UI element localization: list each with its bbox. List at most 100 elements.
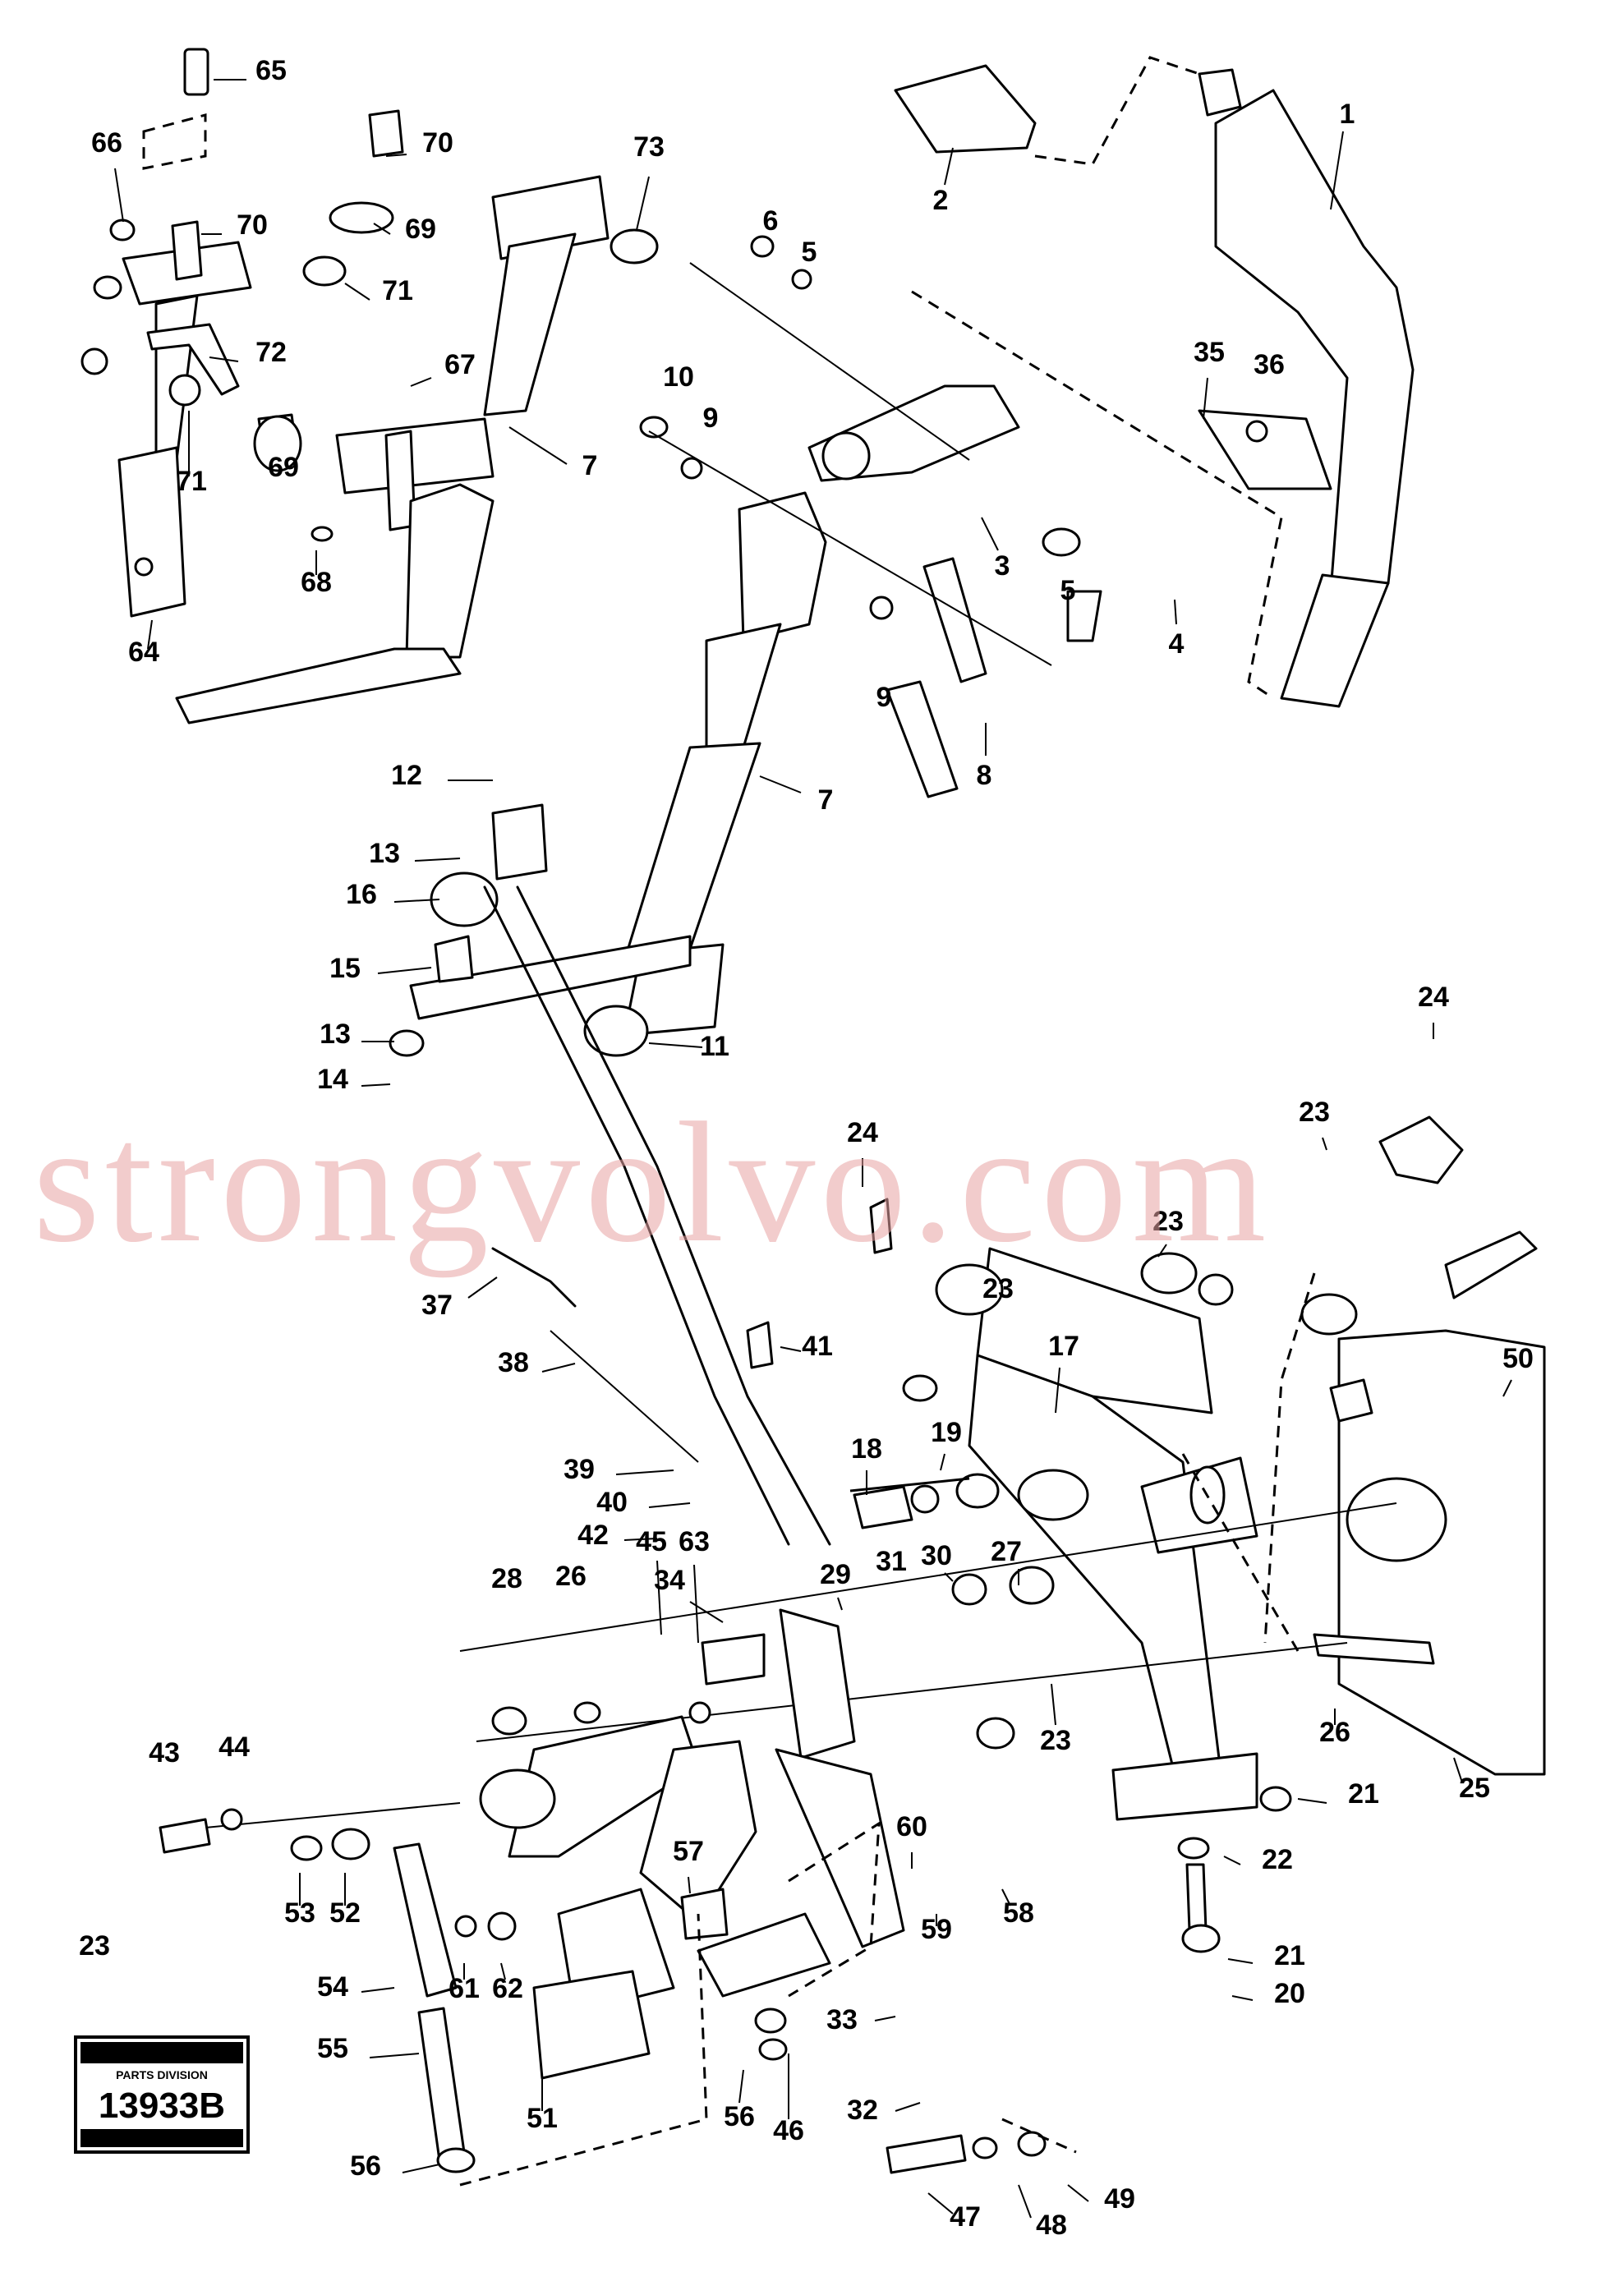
part-number-label: 36: [1254, 349, 1285, 380]
part-number-label: 13: [369, 838, 400, 869]
part-number-label: 62: [492, 1973, 523, 2004]
part-number-label: 47: [950, 2201, 981, 2233]
volvo-bm-logo: VOLVO BM PARTS DIVISION 13933B PRINTED I…: [74, 2035, 250, 2154]
callout-leader: [656, 1560, 662, 1635]
part-number-label: 21: [1348, 1778, 1379, 1810]
part-number-label: 71: [176, 466, 207, 497]
part-number-label: 65: [255, 55, 287, 86]
part-number-label: 6: [763, 205, 779, 237]
callout-leader: [361, 1083, 391, 1087]
part-number-label: 20: [1274, 1978, 1305, 2009]
pedal-assembly-drawing: [205, 1115, 1546, 1953]
callout-leader: [1223, 1856, 1241, 1865]
part-number-label: 70: [422, 127, 453, 159]
callout-leader: [874, 2016, 896, 2021]
part-number-label: 19: [931, 1417, 962, 1448]
callout-leader: [414, 858, 461, 862]
part-number-label: 23: [79, 1930, 110, 1962]
part-number-label: 24: [1418, 982, 1449, 1013]
callout-leader: [1203, 377, 1208, 420]
bracket-assembly-drawing: [81, 48, 252, 618]
callout-leader: [1051, 1683, 1056, 1726]
watermark-text: strongvolvo.com: [33, 1088, 1271, 1278]
logo-brand: VOLVO BM: [113, 2043, 212, 2064]
part-number-label: 64: [128, 637, 159, 668]
callout-leader: [1227, 1958, 1254, 1964]
part-number-label: 43: [149, 1737, 180, 1768]
part-number-label: 4: [1169, 628, 1185, 660]
part-number-label: 16: [346, 879, 377, 910]
part-number-label: 17: [1048, 1331, 1079, 1362]
handle-drawing: [894, 56, 1415, 708]
part-number-label: 18: [851, 1433, 882, 1465]
part-number-label: 15: [329, 953, 361, 984]
part-number-label: 27: [991, 1536, 1022, 1567]
part-number-label: 51: [527, 2103, 558, 2134]
part-number-label: 9: [876, 682, 892, 713]
part-number-label: 26: [555, 1561, 587, 1592]
part-number-label: 67: [444, 349, 476, 380]
logo-number: 13933B: [99, 2086, 225, 2126]
callout-leader: [1018, 2184, 1032, 2219]
part-number-label: 29: [820, 1559, 851, 1590]
part-number-label: 26: [1319, 1717, 1350, 1748]
part-number-label: 37: [421, 1290, 453, 1321]
callout-leader: [467, 1276, 498, 1299]
part-number-label: 41: [802, 1331, 833, 1362]
part-number-label: 14: [317, 1064, 348, 1095]
callout-leader: [759, 775, 802, 793]
callout-leader: [500, 1962, 506, 1980]
callout-leader: [689, 1601, 724, 1623]
part-number-label: 24: [847, 1117, 878, 1148]
part-number-label: 12: [391, 760, 422, 791]
callout-leader: [1174, 599, 1177, 625]
part-number-label: 59: [921, 1914, 952, 1945]
callout-leader: [648, 1502, 691, 1508]
callout-leader: [944, 147, 954, 186]
logo-division: PARTS DIVISION: [116, 2068, 208, 2081]
part-number-label: 28: [491, 1563, 522, 1594]
part-number-label: 8: [977, 760, 992, 791]
part-number-label: 23: [982, 1273, 1014, 1304]
part-number-label: 22: [1262, 1844, 1293, 1875]
callout-leader: [623, 1538, 658, 1541]
part-number-label: 71: [382, 275, 413, 306]
callout-leader: [541, 1363, 576, 1373]
part-number-label: 66: [91, 127, 122, 159]
callout-leader: [369, 2053, 420, 2058]
lower-linkage-drawing: [159, 1247, 1077, 2187]
part-number-label: 38: [498, 1347, 529, 1378]
part-number-label: 32: [847, 2095, 878, 2126]
part-number-label: 21: [1274, 1940, 1305, 1971]
part-number-label: 56: [350, 2150, 381, 2182]
part-number-label: 55: [317, 2033, 348, 2064]
callout-leader: [402, 2164, 440, 2173]
part-number-label: 23: [1299, 1097, 1330, 1128]
part-number-label: 52: [329, 1897, 361, 1929]
callout-leader: [981, 517, 999, 551]
callout-leader: [1322, 1137, 1327, 1151]
center-column-drawing: [389, 235, 1102, 1546]
part-callouts: 1234556778991011121313141516171819202121…: [79, 55, 1534, 2241]
callout-leader: [927, 2192, 954, 2215]
callout-leader: [361, 1987, 395, 1993]
callout-leader: [895, 2102, 921, 2112]
callout-leader: [1453, 1757, 1463, 1783]
callout-leader: [1330, 131, 1344, 210]
left-lever-drawing: [175, 109, 659, 724]
callout-leader: [377, 967, 432, 974]
part-number-label: 11: [700, 1031, 729, 1062]
part-number-label: 46: [773, 2115, 804, 2146]
part-number-label: 3: [995, 550, 1010, 582]
callout-leader: [780, 1346, 802, 1352]
part-number-label: 39: [564, 1454, 595, 1485]
part-number-label: 30: [921, 1540, 952, 1571]
callout-leader: [693, 1564, 699, 1644]
callout-leader: [373, 223, 391, 235]
part-number-label: 44: [219, 1732, 250, 1763]
part-number-label: 68: [301, 567, 332, 598]
callout-leader: [1001, 1888, 1011, 1906]
part-number-label: 54: [317, 1971, 348, 2003]
